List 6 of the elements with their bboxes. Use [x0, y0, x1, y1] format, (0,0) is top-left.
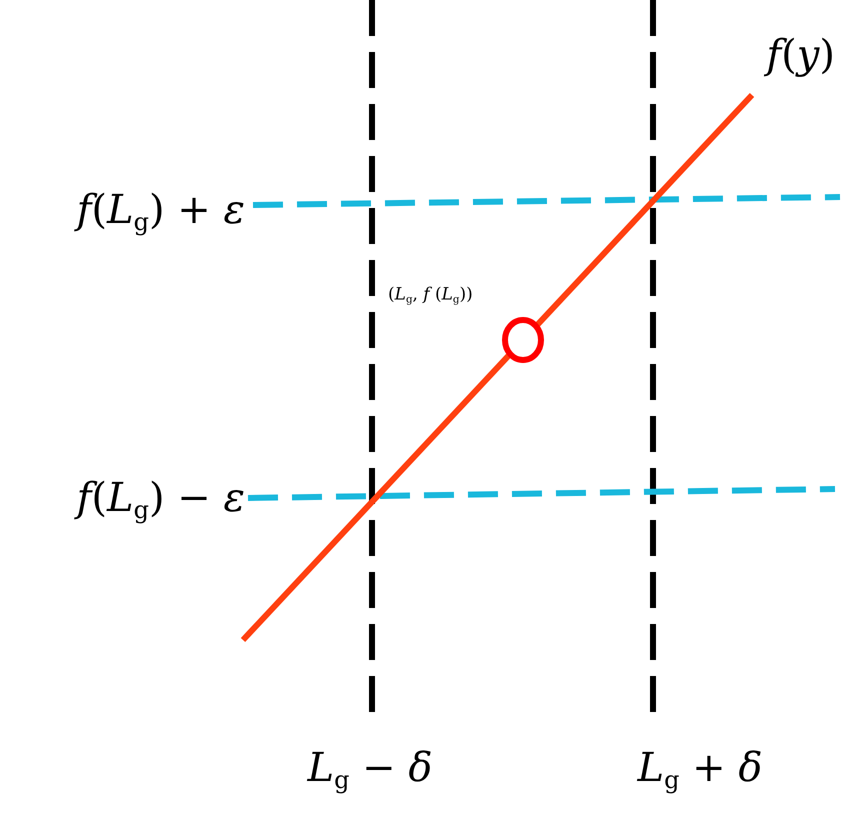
math-label: f(L$_{g}$) + ε	[76, 190, 245, 234]
math-label: L$_{g}$ − δ	[308, 748, 432, 792]
math-label: f(L$_{g}$) − ε	[76, 478, 245, 522]
math-label: L$_{g}$ + δ	[638, 748, 762, 792]
math-label: (L$_{g}$, f (L$_{g}$))	[388, 286, 473, 306]
math-label: f(y)	[766, 35, 835, 75]
